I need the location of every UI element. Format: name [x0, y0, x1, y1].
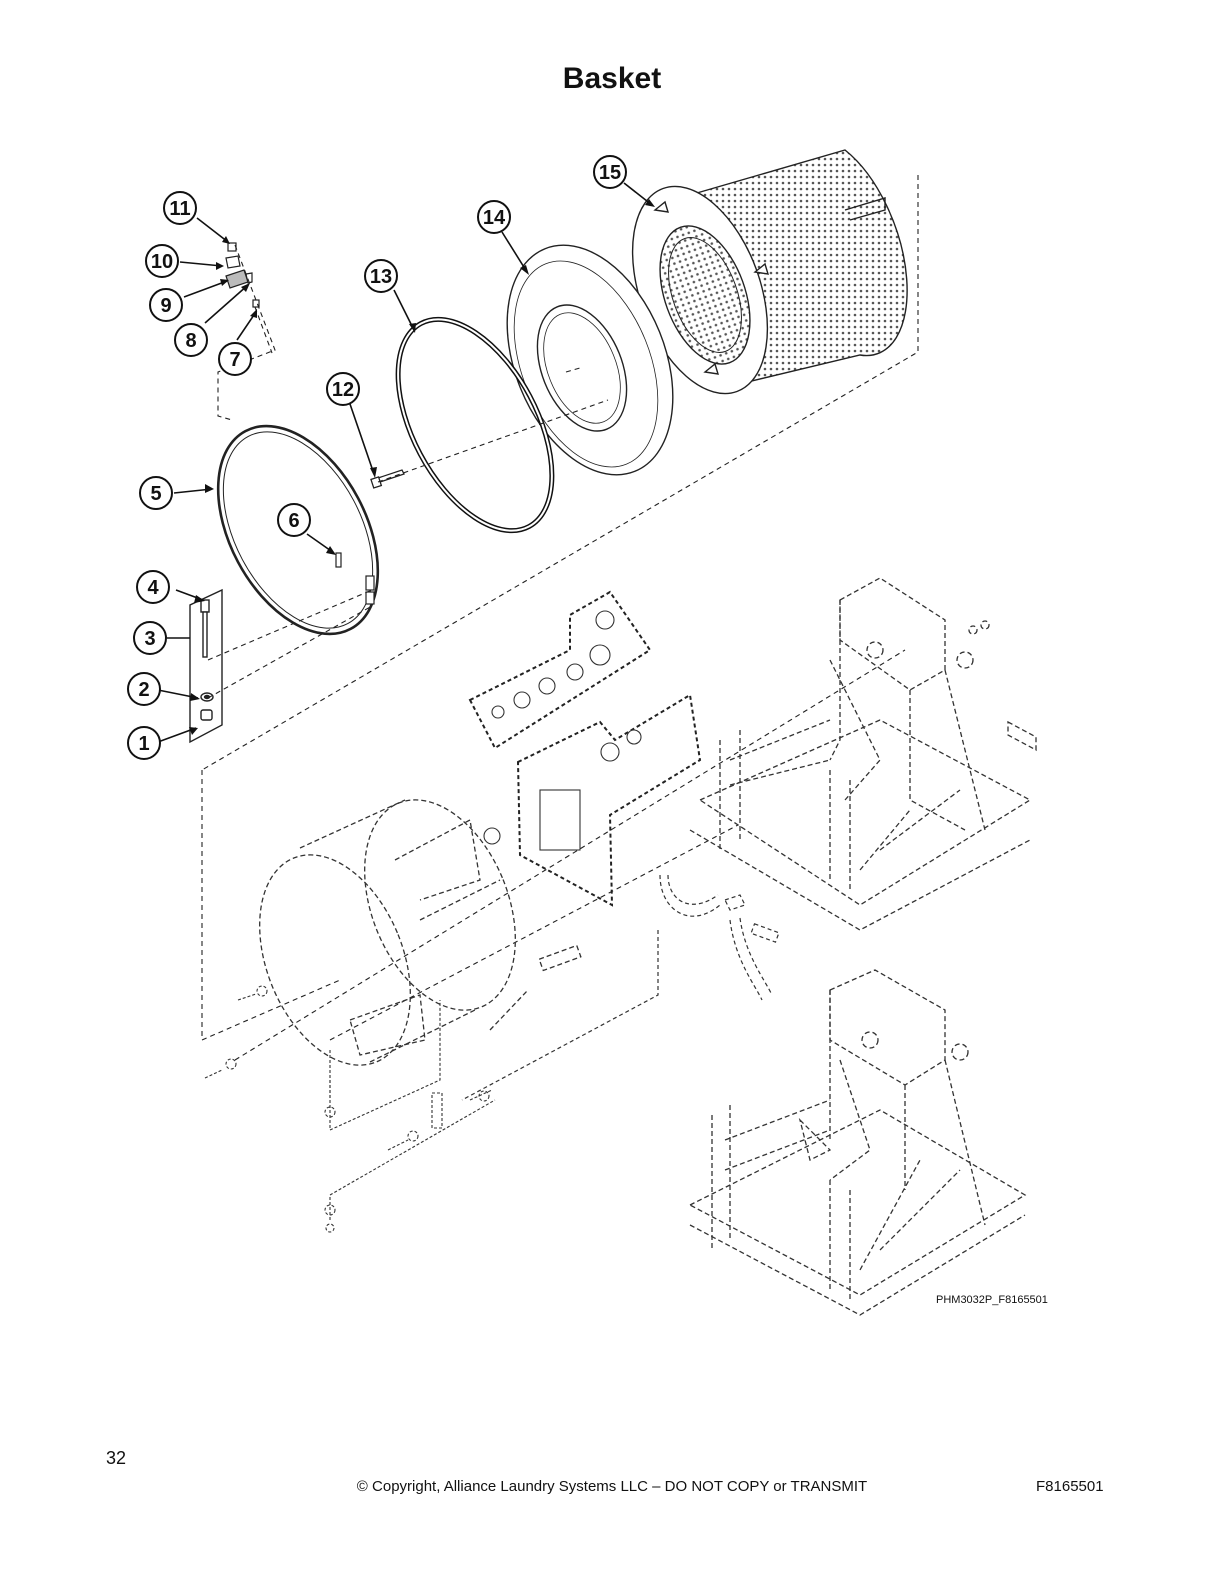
callout-11: 11: [169, 198, 190, 220]
callout-circles: [127, 155, 627, 760]
callout-6: 6: [288, 510, 299, 532]
callout-numbers: 1 2 3 4 5 6 7 8 9 10 11 12 13 14 15: [138, 162, 621, 755]
small-hardware-stack: [225, 242, 260, 308]
callout-12: 12: [332, 379, 354, 401]
lower-frame: [688, 969, 1027, 1316]
explode-lines: [201, 175, 919, 1061]
page-title: Basket: [562, 62, 662, 95]
bearing-parts: [483, 610, 642, 851]
callout-7: 7: [229, 349, 240, 371]
outer-tub: [259, 799, 582, 1066]
callout-3: 3: [144, 628, 155, 650]
callout-1: 1: [138, 733, 149, 755]
copyright-notice: © Copyright, Alliance Laundry Systems LL…: [356, 1478, 868, 1495]
basket-front-panel: [506, 244, 674, 476]
callout-9: 9: [160, 295, 171, 317]
callout-5: 5: [150, 483, 161, 505]
tub-fasteners: [204, 985, 496, 1233]
callout-8: 8: [185, 330, 196, 352]
bolt-12: [370, 469, 405, 489]
upper-frame: [689, 577, 1037, 931]
bearing-housing-group: [468, 590, 702, 907]
callout-14: 14: [483, 207, 506, 229]
callout-arrowheads: [189, 199, 655, 735]
page-number: 32: [106, 1448, 127, 1468]
hoses: [461, 874, 780, 1101]
callout-15: 15: [599, 162, 621, 184]
callout-10: 10: [151, 251, 173, 273]
document-id: F8165501: [1036, 1478, 1104, 1495]
gasket-ring: [395, 316, 555, 534]
pin-6: [335, 552, 342, 568]
callout-2: 2: [138, 679, 149, 701]
callout-4: 4: [147, 577, 159, 599]
clamp-ring: [216, 424, 380, 636]
callout-13: 13: [370, 266, 392, 288]
basket-drum: [631, 149, 908, 395]
fastener-stack: [189, 588, 223, 744]
drawing-id: PHM3032P_F8165501: [936, 1294, 1048, 1306]
